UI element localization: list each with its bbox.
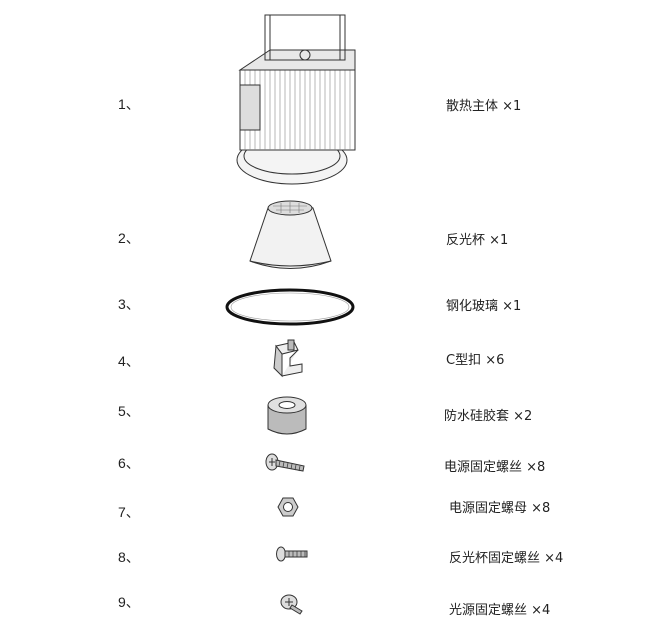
- screw-icon: [264, 452, 308, 476]
- item-number: 8、: [118, 549, 140, 565]
- screw-icon: [275, 545, 309, 563]
- reflector-cup-icon: [243, 196, 338, 271]
- item-label: 反光杯 ×1: [446, 233, 509, 248]
- c-clip-icon: [268, 338, 308, 380]
- screw-icon: [280, 593, 306, 615]
- item-label: 反光杯固定螺丝 ×4: [449, 551, 564, 566]
- item-number: 3、: [118, 296, 140, 312]
- item-number: 2、: [118, 230, 140, 246]
- item-label: 散热主体 ×1: [446, 99, 522, 114]
- item-number: 5、: [118, 403, 140, 419]
- item-label: 光源固定螺丝 ×4: [449, 603, 551, 618]
- item-number: 7、: [118, 504, 140, 520]
- silicone-sleeve-icon: [266, 395, 308, 439]
- item-label: 电源固定螺母 ×8: [449, 501, 551, 516]
- tempered-glass-ring-icon: [224, 287, 356, 327]
- item-number: 1、: [118, 96, 140, 112]
- item-number: 6、: [118, 455, 140, 471]
- item-label: C型扣 ×6: [446, 353, 505, 368]
- item-number: 9、: [118, 594, 140, 610]
- item-number: 4、: [118, 353, 140, 369]
- item-label: 防水硅胶套 ×2: [444, 409, 533, 424]
- heat-sink-body-icon: [220, 10, 360, 188]
- item-label: 钢化玻璃 ×1: [446, 299, 522, 314]
- item-label: 电源固定螺丝 ×8: [444, 460, 546, 475]
- nut-icon: [277, 496, 299, 518]
